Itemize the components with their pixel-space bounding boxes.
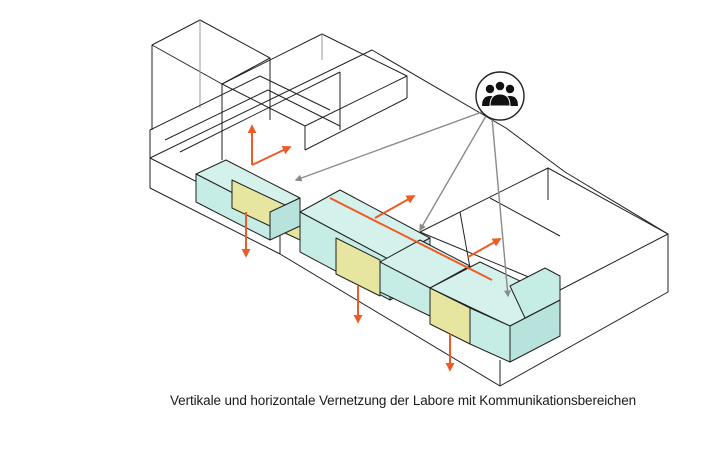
lab-blocks [195,159,561,363]
people-group-icon [475,71,525,121]
pointer-lines [294,111,511,298]
connection-arrows [241,124,502,372]
diagram-caption: Vertikale und horizontale Vernetzung der… [170,393,637,408]
